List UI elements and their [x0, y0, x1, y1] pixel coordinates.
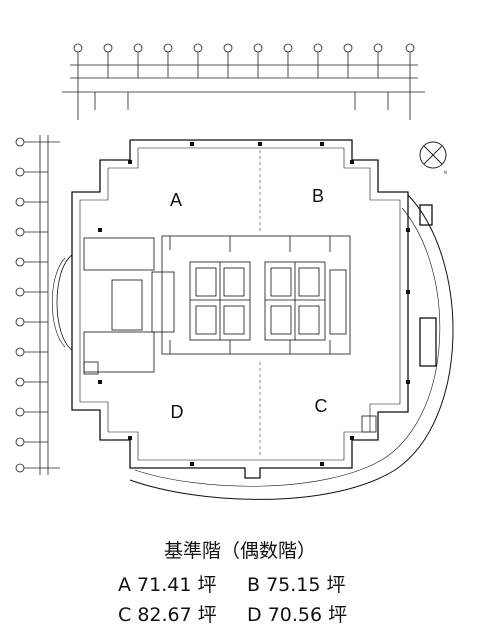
zone-label-c: C [315, 396, 328, 416]
svg-text:N: N [444, 170, 447, 175]
zone-label-d: D [171, 402, 184, 422]
zone-label-a: A [170, 190, 182, 210]
area-a: A 71.41 坪 [118, 574, 217, 596]
area-d: D 70.56 坪 [247, 604, 348, 626]
floor-plan: N [15, 43, 454, 500]
structural-columns [98, 142, 410, 466]
building-core [83, 235, 377, 433]
area-c: C 82.67 坪 [118, 604, 217, 626]
zone-label-b: B [312, 186, 324, 206]
floor-title: 基準階（偶数階） [163, 540, 316, 562]
north-arrow-icon: N [419, 141, 447, 175]
area-b: B 75.15 坪 [247, 574, 346, 596]
left-grid-markers [15, 135, 60, 475]
top-grid-markers [62, 43, 425, 120]
building-outline [52, 139, 454, 500]
